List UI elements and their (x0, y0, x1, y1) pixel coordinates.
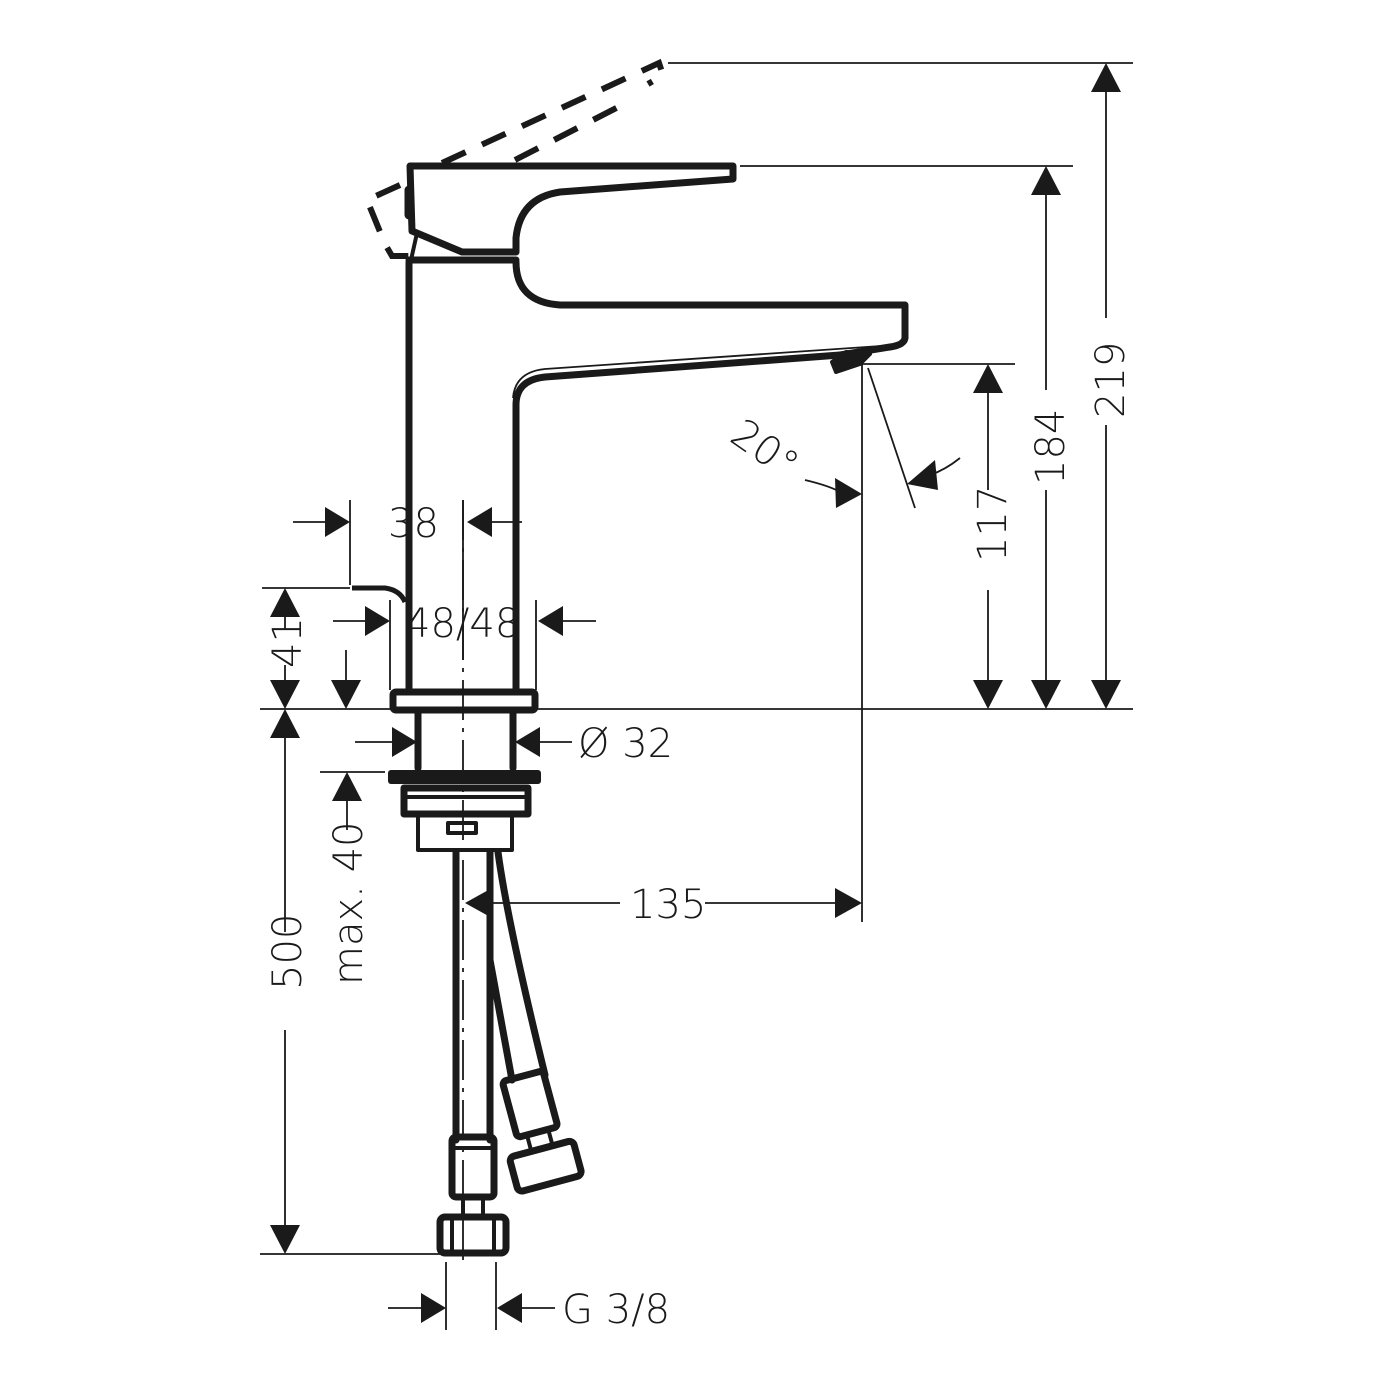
extension-lines (260, 62, 1133, 1330)
pop-up-rod (352, 585, 408, 604)
dim-label-38: 38 (388, 501, 439, 547)
dim-label-max-40: max. 40 (326, 822, 372, 985)
dim-label-500: 500 (265, 914, 311, 990)
dimension-48-48: 48/48 (333, 601, 596, 647)
faucet-body (405, 256, 909, 694)
dim-label-48-48: 48/48 (405, 601, 520, 647)
dimension-38: 38 (293, 500, 522, 660)
dimension-angle-20: 20° (722, 411, 961, 508)
lever-handle-raised-dashed (363, 58, 667, 259)
dim-label-20-deg: 20° (722, 411, 806, 489)
dimension-diameter-32: Ø 32 (355, 721, 673, 767)
dim-label-219: 219 (1088, 342, 1134, 418)
dimension-41: 41 (265, 588, 361, 709)
dim-label-g-3-8: G 3/8 (562, 1287, 670, 1333)
dimension-max-40: max. 40 (326, 772, 372, 985)
dim-label-135: 135 (630, 882, 706, 928)
lever-handle (404, 162, 737, 261)
dimension-219: 219 (1088, 63, 1134, 709)
dimension-184: 184 (1028, 166, 1074, 709)
dimension-135: 135 (465, 882, 862, 928)
dimension-g-3-8: G 3/8 (388, 1287, 670, 1333)
mounting-assembly (388, 688, 585, 1257)
dimension-500: 500 (265, 709, 311, 1254)
dim-label-diameter-32: Ø 32 (578, 721, 673, 767)
dimension-117: 117 (970, 364, 1016, 709)
dim-label-41: 41 (265, 617, 311, 668)
dim-label-117: 117 (970, 486, 1016, 562)
dim-label-184: 184 (1028, 409, 1074, 485)
